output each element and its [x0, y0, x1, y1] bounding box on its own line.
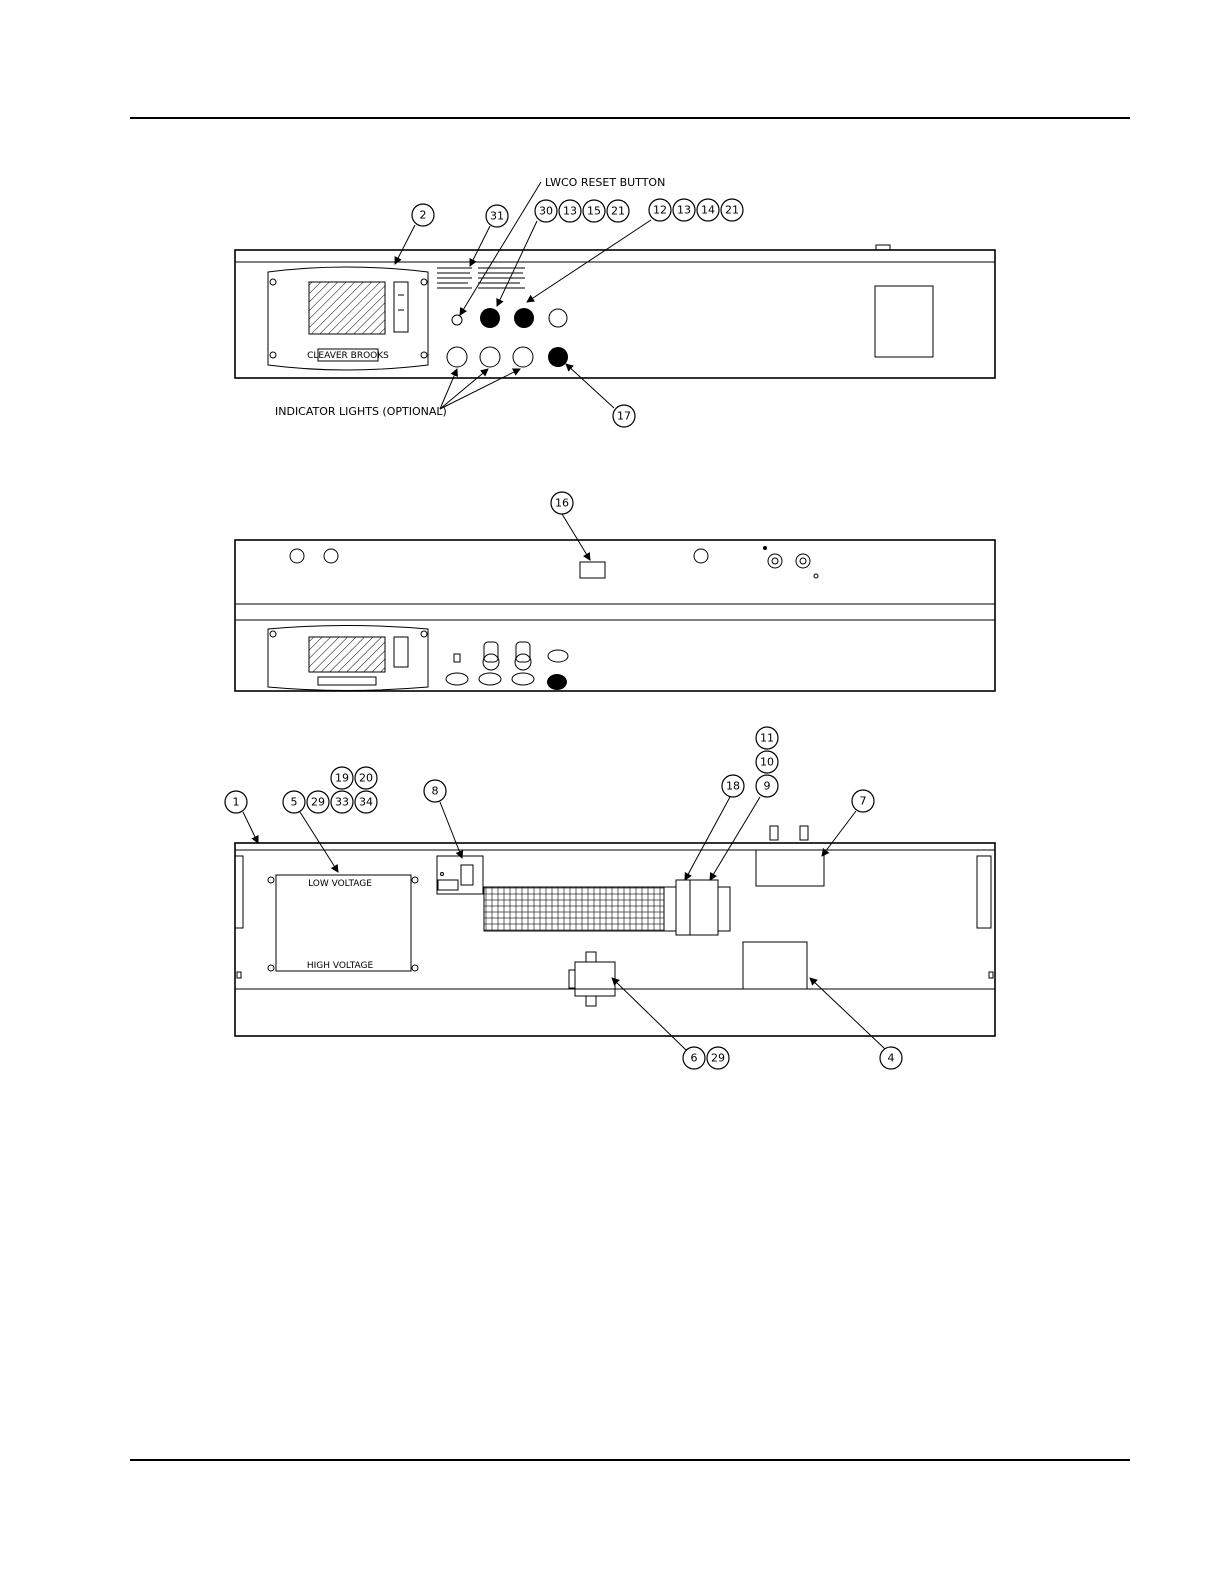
- lwco-reset-button: [452, 315, 462, 325]
- svg-text:7: 7: [860, 795, 867, 808]
- svg-text:21: 21: [725, 204, 739, 217]
- pressure-control: [756, 850, 824, 886]
- svg-text:19: 19: [335, 772, 349, 785]
- callout: 31: [486, 205, 508, 227]
- switch-box: [437, 856, 483, 894]
- callout: 7: [852, 790, 874, 812]
- cover-plate: [875, 286, 933, 357]
- callout: 15: [583, 200, 605, 222]
- display-screen: [309, 282, 385, 334]
- svg-text:11: 11: [760, 732, 774, 745]
- callout: 19: [331, 767, 353, 789]
- label-block: [437, 268, 525, 288]
- callout: 17: [613, 405, 635, 427]
- callout: 30: [535, 200, 557, 222]
- callout: 18: [722, 775, 744, 797]
- transformer: [575, 962, 615, 996]
- svg-text:29: 29: [311, 796, 325, 809]
- svg-text:13: 13: [677, 204, 691, 217]
- svg-text:10: 10: [760, 756, 774, 769]
- callout: 21: [607, 200, 629, 222]
- callout: 33: [331, 791, 353, 813]
- callout: 12: [649, 199, 671, 221]
- svg-text:29: 29: [711, 1052, 725, 1065]
- svg-text:31: 31: [490, 210, 504, 223]
- power-switch: [548, 347, 568, 367]
- svg-text:18: 18: [726, 780, 740, 793]
- svg-text:20: 20: [359, 772, 373, 785]
- low-voltage-label: LOW VOLTAGE: [308, 879, 372, 889]
- callout: 4: [880, 1047, 902, 1069]
- svg-text:5: 5: [291, 796, 298, 809]
- selector-switch-2: [514, 308, 534, 328]
- callout: 14: [697, 199, 719, 221]
- svg-text:4: 4: [888, 1052, 895, 1065]
- svg-text:2: 2: [420, 209, 427, 222]
- indicator-light-1: [447, 347, 467, 367]
- callout: 13: [673, 199, 695, 221]
- callout: 10: [756, 751, 778, 773]
- svg-text:8: 8: [432, 785, 439, 798]
- electrical-panel: [276, 875, 411, 971]
- indicator-light-2: [480, 347, 500, 367]
- conduit: [484, 887, 664, 931]
- svg-text:33: 33: [335, 796, 349, 809]
- indicator-label: INDICATOR LIGHTS (OPTIONAL): [275, 405, 447, 418]
- svg-text:14: 14: [701, 204, 715, 217]
- bottom-view: LOW VOLTAGE HIGH VOLTAGE 11: [225, 727, 995, 1069]
- callout: 29: [307, 791, 329, 813]
- callout: 5: [283, 791, 305, 813]
- callout: 34: [355, 791, 377, 813]
- callout: 1: [225, 791, 247, 813]
- callout: 29: [707, 1047, 729, 1069]
- svg-text:21: 21: [611, 205, 625, 218]
- lwco-label: LWCO RESET BUTTON: [545, 176, 665, 189]
- svg-text:30: 30: [539, 205, 553, 218]
- svg-text:13: 13: [563, 205, 577, 218]
- svg-text:17: 17: [617, 410, 631, 423]
- middle-view: 16: [235, 492, 995, 691]
- callout: 21: [721, 199, 743, 221]
- svg-text:34: 34: [359, 796, 373, 809]
- callout: 11: [756, 727, 778, 749]
- svg-text:1: 1: [233, 796, 240, 809]
- callout: 2: [412, 204, 434, 226]
- callout: 13: [559, 200, 581, 222]
- selector-switch-1: [480, 308, 500, 328]
- callout: 9: [756, 775, 778, 797]
- callout: 20: [355, 767, 377, 789]
- top-view: CLEAVER BROOKS LWCO RESET BUTTON INDICAT…: [235, 176, 995, 427]
- logo-text: CLEAVER BROOKS: [307, 351, 389, 361]
- svg-text:15: 15: [587, 205, 601, 218]
- callout: 8: [424, 780, 446, 802]
- svg-text:6: 6: [691, 1052, 698, 1065]
- high-voltage-label: HIGH VOLTAGE: [307, 961, 374, 971]
- svg-text:12: 12: [653, 204, 667, 217]
- svg-text:9: 9: [764, 780, 771, 793]
- svg-text:16: 16: [555, 497, 569, 510]
- relay-box: [743, 942, 807, 989]
- fuse-block: [580, 562, 605, 578]
- callout: 16: [551, 492, 573, 514]
- indicator-light-3: [513, 347, 533, 367]
- callout: 6: [683, 1047, 705, 1069]
